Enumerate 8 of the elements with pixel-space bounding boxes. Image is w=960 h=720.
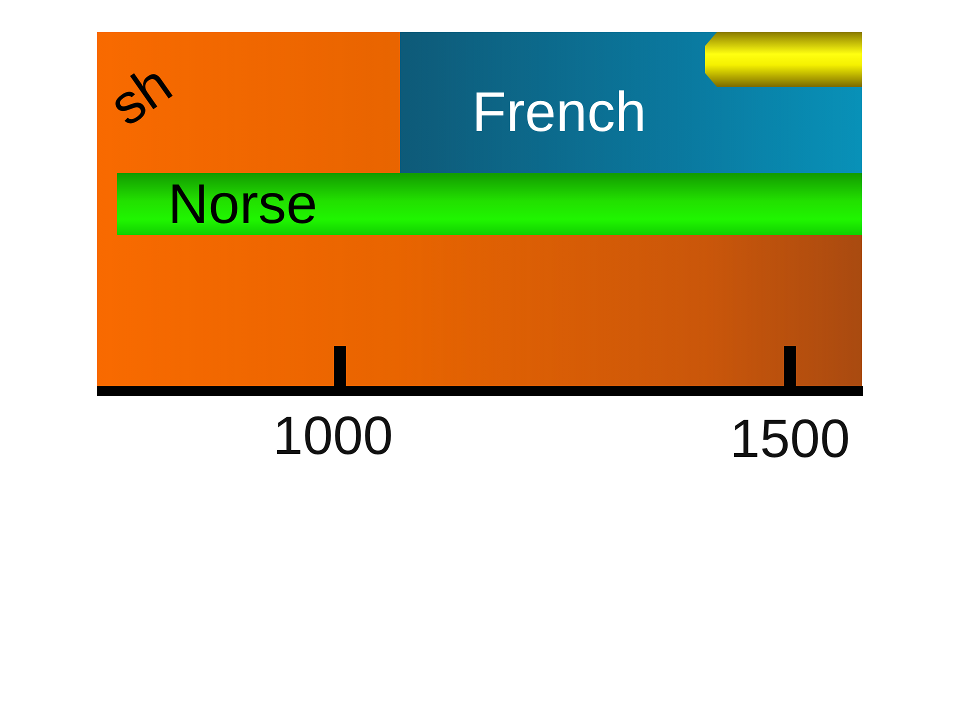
band-label: French [472,84,646,140]
language-band [400,32,862,173]
band-label: Norse [168,176,318,232]
axis-tick-label: 1500 [730,412,850,466]
language-band [705,32,862,87]
band-label: sh [100,55,181,135]
language-band [117,173,862,235]
axis-tick-label: 1000 [272,409,394,463]
